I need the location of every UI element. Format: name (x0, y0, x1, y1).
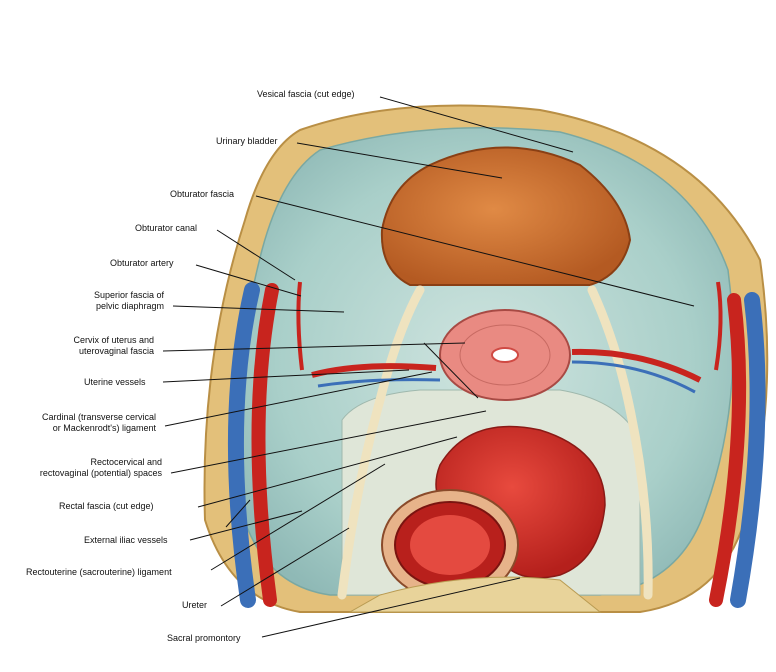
label-obturator-canal: Obturator canal (135, 223, 198, 233)
cervical-os (491, 347, 519, 363)
left-ureter (337, 285, 425, 600)
right-ureter (587, 285, 653, 600)
left-obturator-artery (296, 281, 304, 371)
left-uterine-artery (311, 363, 437, 378)
label-obturator-artery: Obturator artery (110, 258, 174, 268)
sacral-promontory-shape (348, 576, 602, 613)
label-urinary-bladder: Urinary bladder (216, 136, 278, 146)
label-rectouterine-ligament: Rectouterine (sacrouterine) ligament (26, 567, 172, 577)
right-uterine-vein (571, 360, 696, 394)
label-external-iliac: External iliac vessels (84, 535, 168, 545)
label-cardinal-ligament: Cardinal (transverse cervical or Mackenr… (41, 412, 156, 433)
leader-lines (162, 96, 695, 638)
label-uterine-vessels: Uterine vessels (84, 377, 146, 387)
label-rectal-fascia: Rectal fascia (cut edge) (59, 501, 154, 511)
label-rectocervical-spaces: Rectocervical and rectovaginal (potentia… (39, 457, 162, 478)
urinary-bladder-shape (380, 146, 632, 286)
right-external-iliac-artery (709, 293, 747, 607)
label-obturator-fascia: Obturator fascia (170, 189, 235, 199)
right-obturator-artery (714, 281, 723, 371)
label-sacral-promontory: Sacral promontory (167, 633, 241, 643)
label-superior-fascia: Superior fascia of pelvic diaphragm (93, 290, 164, 311)
left-uterine-vein (317, 378, 441, 388)
label-vesical-fascia: Vesical fascia (cut edge) (257, 89, 355, 99)
label-cervix: Cervix of uterus and uterovaginal fascia (73, 335, 154, 356)
label-ureter: Ureter (182, 600, 208, 610)
right-external-iliac-vein (730, 292, 766, 608)
right-uterine-artery (571, 348, 702, 383)
left-external-iliac-artery (251, 283, 279, 607)
left-external-iliac-vein (227, 282, 260, 608)
